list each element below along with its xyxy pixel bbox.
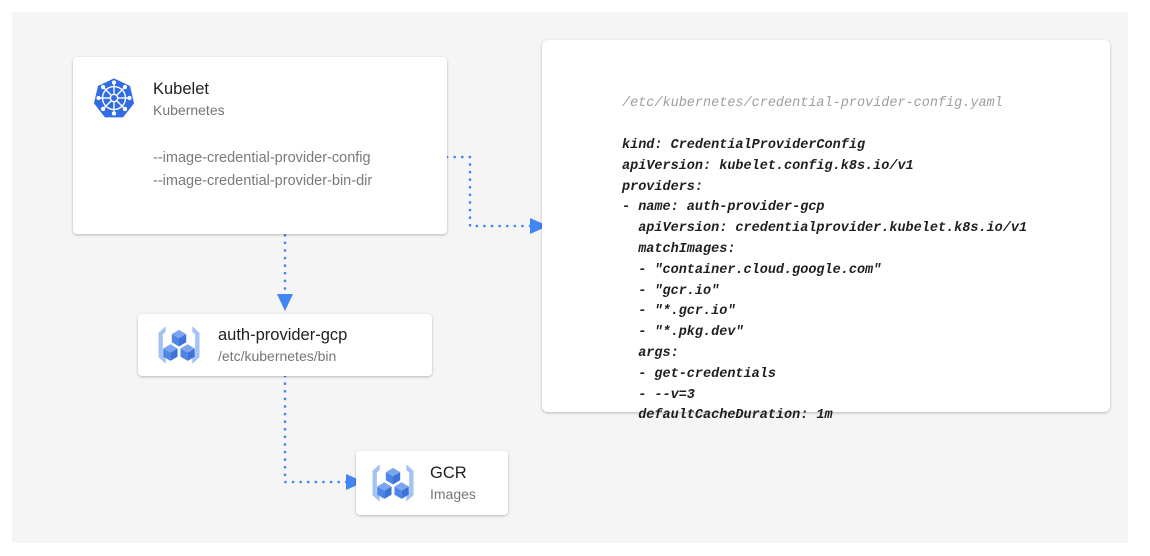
- gcp-container-registry-icon: [158, 326, 200, 364]
- cube-top: [171, 329, 187, 347]
- gcr-titles: GCR Images: [430, 462, 476, 505]
- kubelet-flag-bin-dir: --image-credential-provider-bin-dir: [153, 173, 373, 189]
- yaml-line-1: apiVersion: kubelet.config.k8s.io/v1: [622, 158, 914, 174]
- connector-auth-provider-to-gcr: [283, 374, 364, 490]
- kubelet-titles: Kubelet Kubernetes: [153, 77, 225, 121]
- yaml-line-10: args:: [622, 345, 679, 361]
- auth-provider-gcp-titles: auth-provider-gcp /etc/kubernetes/bin: [218, 324, 347, 367]
- gcp-container-registry-icon: [372, 464, 414, 502]
- kubernetes-logo-icon: [93, 78, 135, 118]
- cube-right: [394, 482, 409, 499]
- yaml-line-12: - --v=3: [622, 387, 695, 403]
- cube-top: [385, 467, 401, 485]
- yaml-line-11: - get-credentials: [622, 366, 776, 382]
- kubelet-flag-list: --image-credential-provider-config --ima…: [153, 147, 372, 193]
- gcr-card[interactable]: GCR Images: [356, 451, 508, 515]
- yaml-line-6: - "container.cloud.google.com": [622, 262, 882, 278]
- auth-provider-gcp-subtitle: /etc/kubernetes/bin: [218, 347, 337, 364]
- kubelet-flag-config: --image-credential-provider-config: [153, 150, 371, 166]
- cube-right: [180, 344, 195, 361]
- credential-provider-config-panel[interactable]: /etc/kubernetes/credential-provider-conf…: [542, 40, 1110, 423]
- cube-left: [377, 482, 392, 499]
- gcr-title: GCR: [430, 463, 467, 482]
- cube-left: [163, 344, 178, 361]
- auth-provider-gcp-title: auth-provider-gcp: [218, 325, 348, 344]
- kubelet-title: Kubelet: [153, 80, 209, 98]
- kubelet-card[interactable]: Kubelet Kubernetes --image-credential-pr…: [73, 57, 447, 234]
- yaml-content: kind: CredentialProviderConfig apiVersion…: [622, 136, 1027, 427]
- yaml-line-7: - "gcr.io": [622, 283, 720, 299]
- gcr-subtitle: Images: [430, 485, 476, 502]
- yaml-line-5: matchImages:: [622, 241, 736, 257]
- yaml-line-2: providers:: [622, 179, 704, 195]
- kubelet-subtitle: Kubernetes: [153, 102, 225, 118]
- yaml-line-9: - "*.pkg.dev": [622, 325, 744, 341]
- yaml-line-4: apiVersion: credentialprovider.kubelet.k…: [622, 221, 1028, 237]
- yaml-line-0: kind: CredentialProviderConfig: [622, 138, 866, 153]
- yaml-file-path: /etc/kubernetes/credential-provider-conf…: [622, 96, 1003, 111]
- connector-kubelet-to-auth-provider: [277, 218, 293, 311]
- auth-provider-gcp-card[interactable]: auth-provider-gcp /etc/kubernetes/bin: [138, 314, 432, 376]
- yaml-line-13: defaultCacheDuration: 1m: [622, 408, 833, 424]
- yaml-line-8: - "*.gcr.io": [622, 304, 736, 320]
- yaml-line-3: - name: auth-provider-gcp: [622, 200, 825, 216]
- kubelet-card-header: Kubelet Kubernetes: [93, 77, 225, 121]
